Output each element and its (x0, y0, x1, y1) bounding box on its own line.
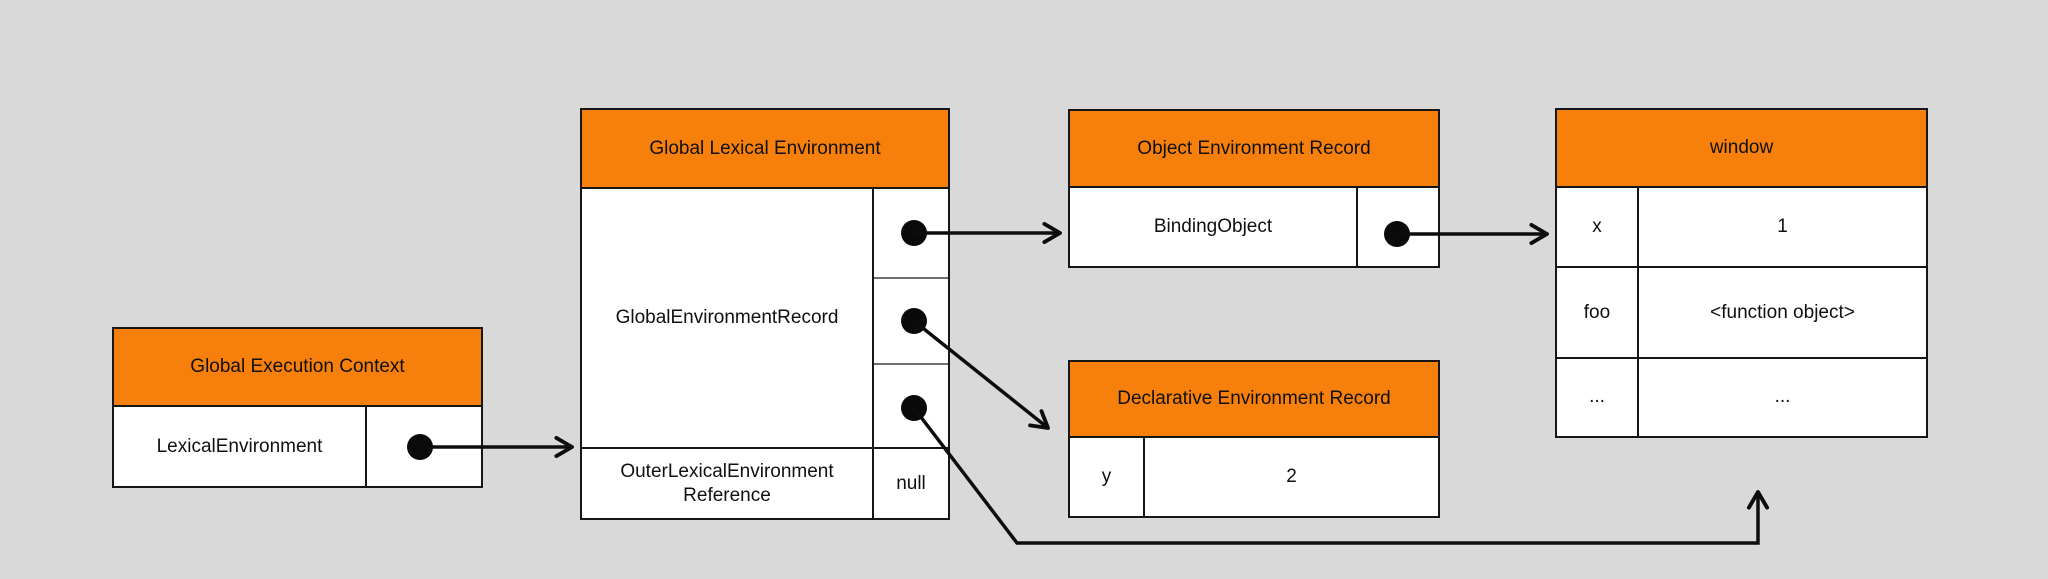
global-execution-context-title: Global Execution Context (114, 329, 481, 407)
box-object-environment-record: Object Environment Record BindingObject (1068, 109, 1440, 268)
binding-object-label: BindingObject (1070, 188, 1358, 266)
window-row-ellipsis-key: ... (1557, 358, 1639, 436)
outer-lexical-environment-reference-value: null (896, 472, 926, 494)
global-lexical-environment-title: Global Lexical Environment (582, 110, 948, 189)
lexical-environment-pointer-cell (367, 407, 481, 486)
window-row-foo: foo <function object> (1557, 266, 1926, 357)
box-global-execution-context: Global Execution Context LexicalEnvironm… (112, 327, 483, 488)
global-environment-record-label: GlobalEnvironmentRecord (582, 189, 874, 447)
declarative-record-key: y (1070, 438, 1145, 516)
box-window: window x 1 foo <function object> ... ... (1555, 108, 1928, 438)
declarative-record-value: 2 (1286, 466, 1297, 488)
window-row-ellipsis-value: ... (1774, 386, 1791, 408)
object-environment-record-title: Object Environment Record (1070, 111, 1438, 188)
outer-lexical-environment-row: OuterLexicalEnvironment Reference null (582, 447, 948, 518)
declarative-environment-record-body: y 2 (1070, 438, 1438, 516)
window-row-ellipsis: ... ... (1557, 356, 1926, 436)
window-row-x-value: 1 (1777, 216, 1788, 238)
window-row-foo-value: <function object> (1710, 301, 1855, 323)
pointer-cell-window (874, 363, 948, 447)
declarative-environment-record-title: Declarative Environment Record (1070, 362, 1438, 438)
lexical-environment-label: LexicalEnvironment (114, 407, 367, 486)
window-rows: x 1 foo <function object> ... ... (1557, 188, 1926, 436)
pointer-cell-object-record (874, 189, 948, 277)
window-row-foo-key: foo (1557, 268, 1639, 357)
object-environment-record-body: BindingObject (1070, 188, 1438, 266)
global-environment-record-pointer-column (874, 189, 948, 447)
box-global-lexical-environment: Global Lexical Environment GlobalEnviron… (580, 108, 950, 520)
binding-object-pointer-cell (1358, 188, 1438, 266)
global-execution-context-body: LexicalEnvironment (114, 407, 481, 486)
outer-lexical-environment-reference-label: OuterLexicalEnvironment Reference (582, 449, 874, 518)
box-declarative-environment-record: Declarative Environment Record y 2 (1068, 360, 1440, 518)
pointer-cell-declarative-record (874, 277, 948, 363)
global-lexical-environment-record-section: GlobalEnvironmentRecord (582, 189, 948, 447)
window-row-x-key: x (1557, 188, 1639, 267)
window-title: window (1557, 110, 1926, 188)
window-row-x: x 1 (1557, 188, 1926, 267)
